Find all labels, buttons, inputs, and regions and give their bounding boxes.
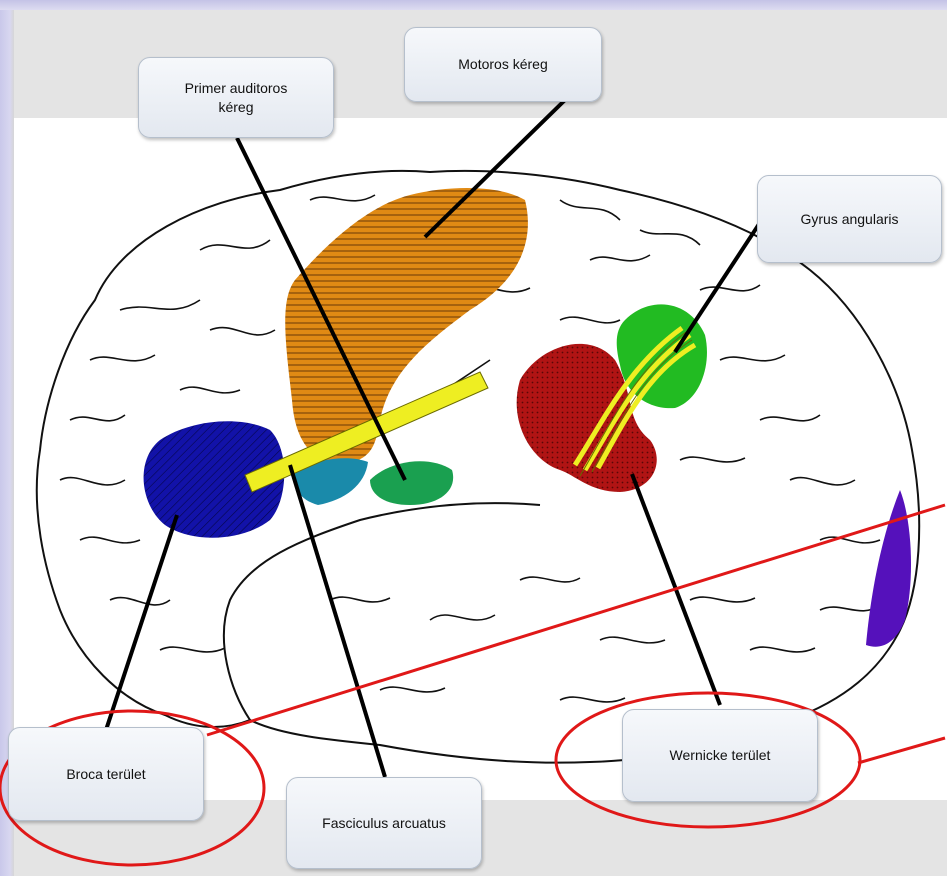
label-wernicke-area: Wernicke terület — [622, 709, 818, 802]
fasciculus-arcuatus-tract — [244, 371, 489, 493]
wernicke-highlight-ellipse — [554, 691, 862, 829]
occipital-region — [866, 490, 912, 647]
broca-highlight-ellipse — [0, 709, 266, 867]
auditory-cortex-region — [370, 461, 454, 505]
label-arcuate-fasciculus: Fasciculus arcuatus — [286, 777, 482, 869]
red-highlight-annotations — [0, 503, 946, 867]
broca-region — [143, 421, 285, 538]
pointer-lines — [104, 98, 767, 778]
teal-region — [294, 458, 368, 505]
wernicke-region — [516, 343, 657, 492]
label-angular-gyrus: Gyrus angularis — [757, 175, 942, 263]
label-primary-auditory-cortex: Primer auditoros kéreg — [138, 57, 334, 138]
label-broca-area: Broca terület — [8, 727, 204, 821]
fasciculus-posterior-fibers — [572, 325, 697, 472]
motor-cortex-region — [285, 188, 528, 465]
gyri-lines — [59, 194, 881, 703]
slide-top-band — [0, 0, 947, 10]
label-motor-cortex: Motoros kéreg — [404, 27, 602, 102]
